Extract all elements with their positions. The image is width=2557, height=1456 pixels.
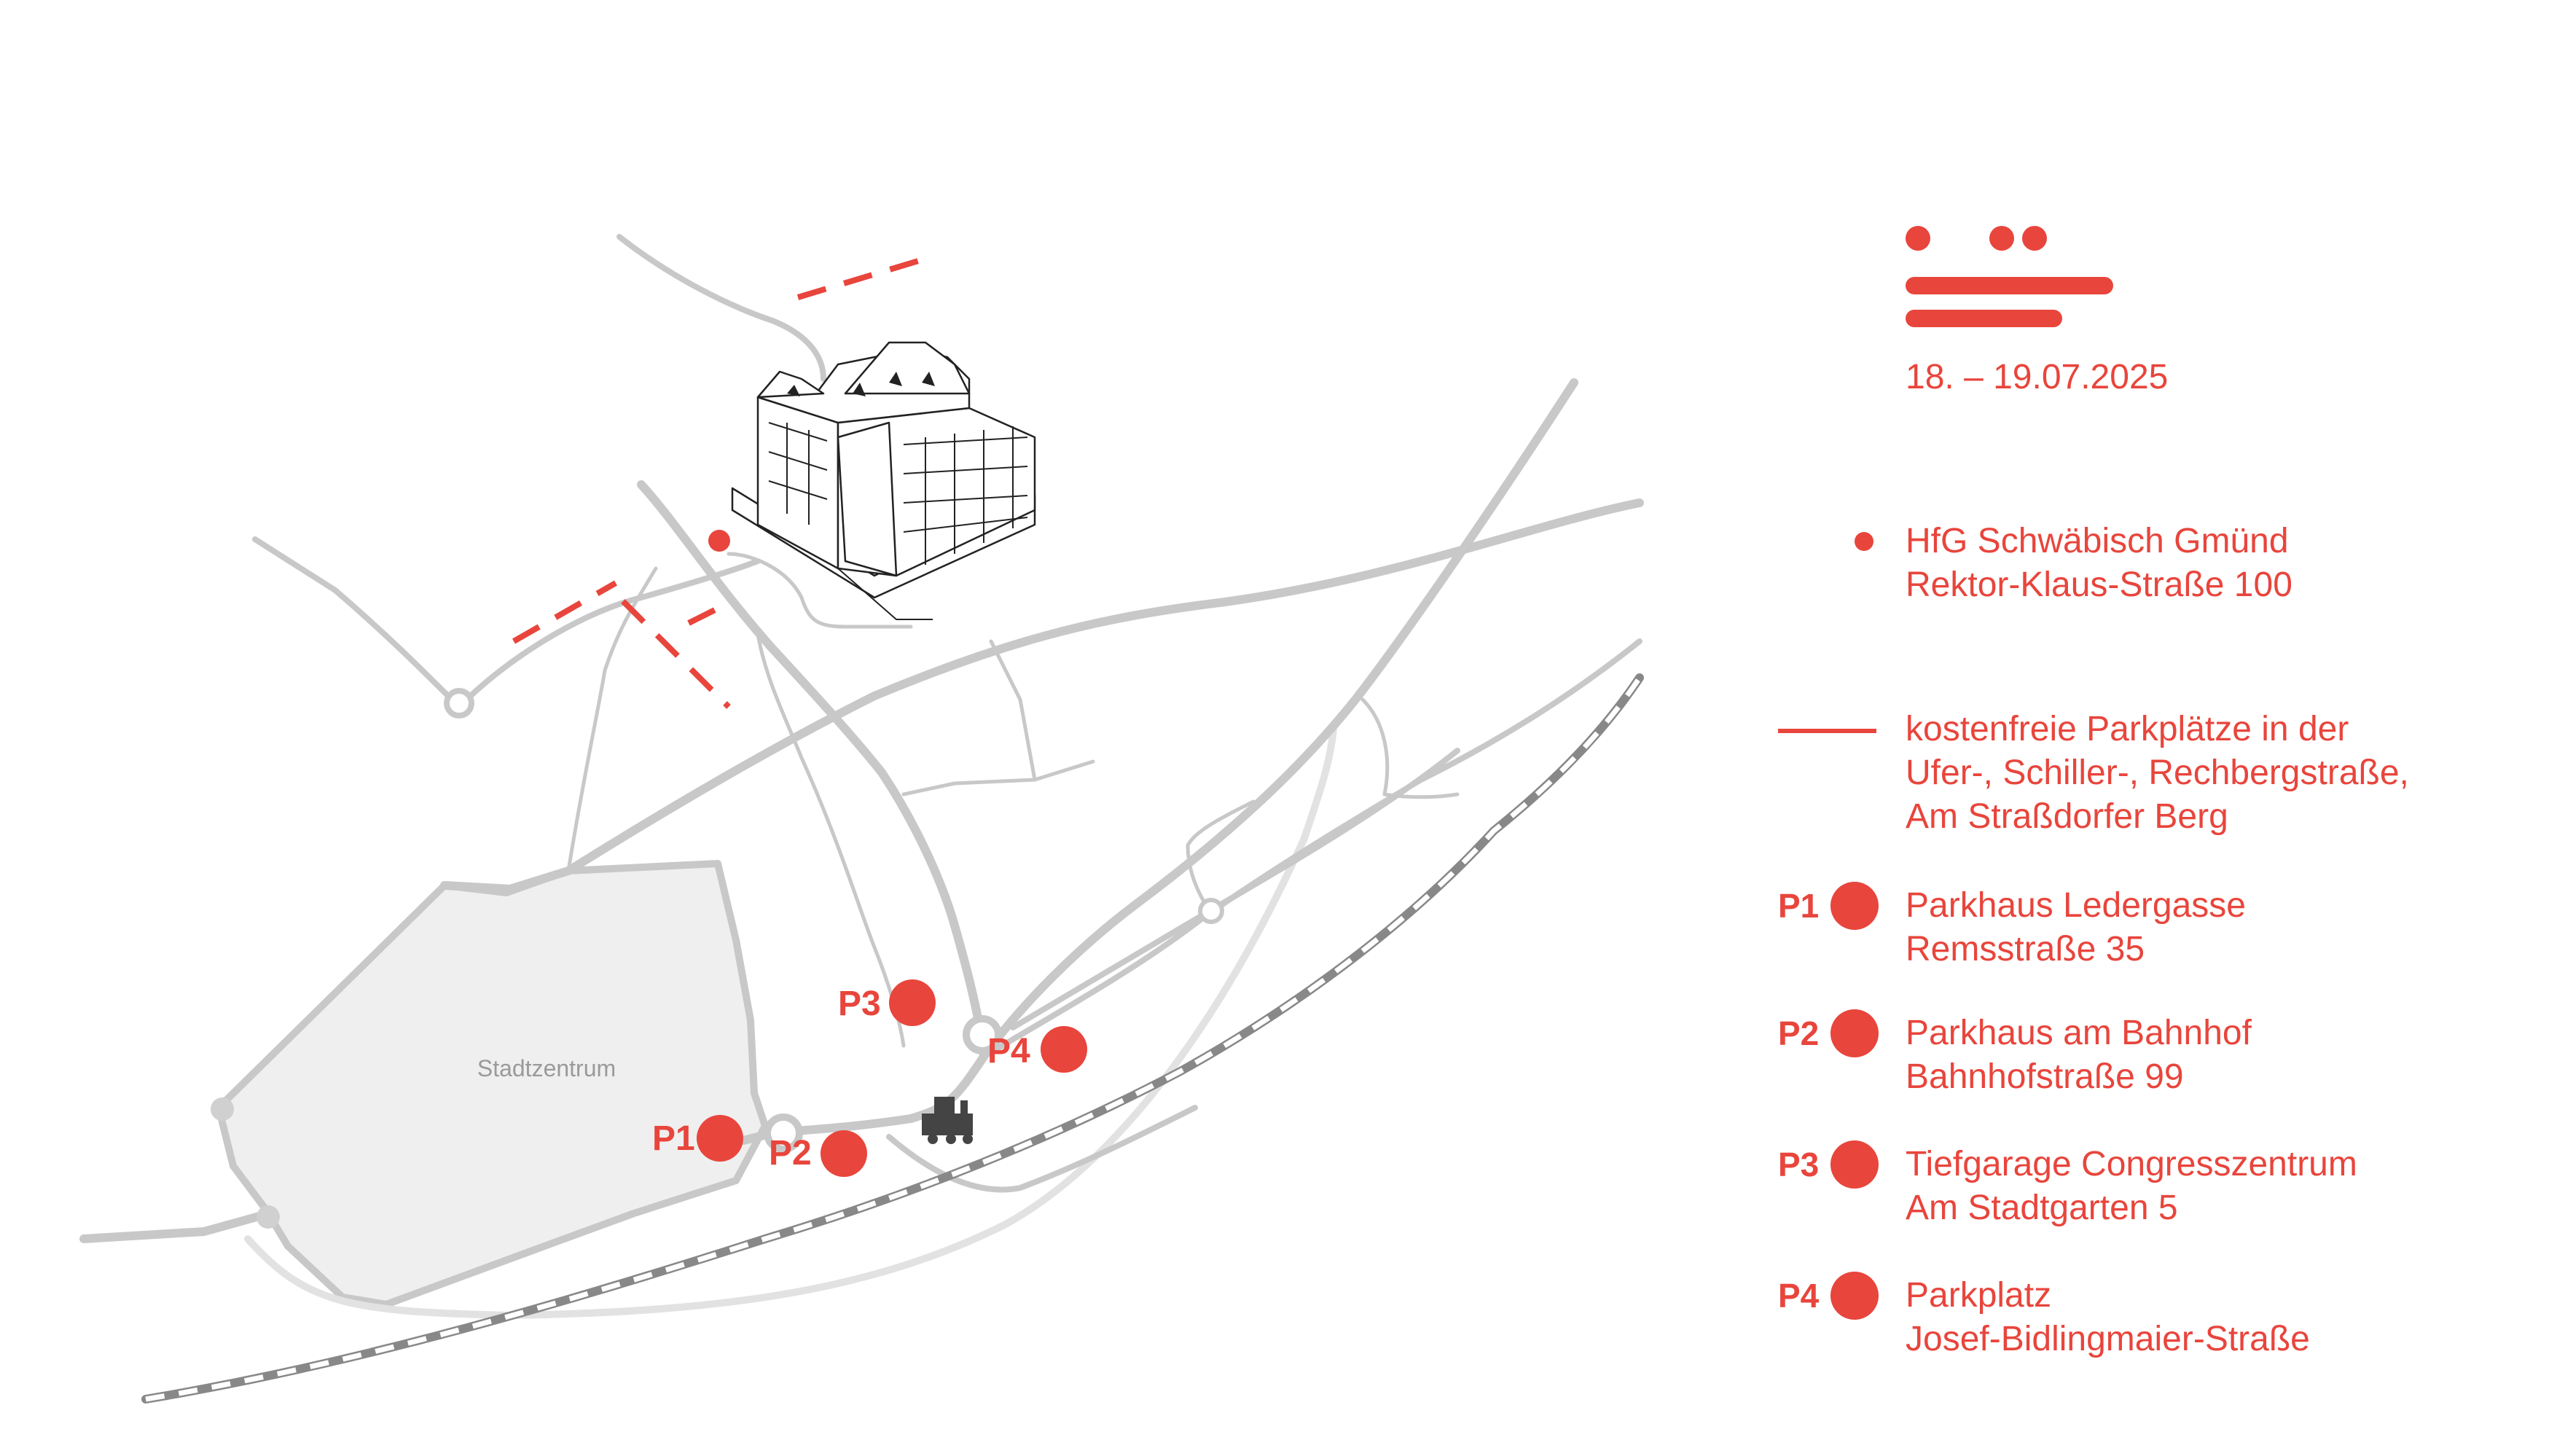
legend-code: P2 [1778,1014,1820,1052]
venue-address: Rektor-Klaus-Straße 100 [1906,565,2292,604]
road-minor-6 [1360,697,1460,799]
parking-name: Tiefgarage Congresszentrum [1906,1145,2357,1183]
city-center-label: Stadtzentrum [477,1055,616,1081]
free-parking-line-4 [687,602,727,626]
parking-marker-dot [889,979,936,1026]
road-south-curve [886,1105,1198,1193]
parking-address: Bahnhofstraße 99 [1906,1057,2184,1096]
free-parking-line1: kostenfreie Parkplätze in der [1906,710,2349,748]
road-minor-5 [1186,799,1256,913]
road-northwest [252,536,462,710]
road-minor-2 [756,632,906,1048]
dash-line-icon [1778,729,1876,733]
free-parking-line2: Ufer-, Schiller-, Rechbergstraße, [1906,754,2409,792]
road-minor-3 [901,639,1037,797]
road-minor-8 [639,482,775,651]
node-west-1 [211,1097,234,1121]
parking-name: Parkhaus Ledergasse [1906,886,2246,925]
parking-address: Remsstraße 35 [1906,930,2145,968]
node-west-2 [257,1205,280,1229]
parking-marker-p4[interactable]: P4 [987,1026,1087,1073]
parking-name: Parkhaus am Bahnhof [1906,1014,2252,1052]
logo-dot-2 [1989,226,2014,251]
road-main-west [79,1209,274,1243]
parking-marker-p1[interactable]: P1 [652,1115,743,1162]
free-parking-line-1 [796,256,927,300]
parking-marker-p3[interactable]: P3 [838,979,936,1026]
parking-dot-icon [1830,882,1879,930]
legend-code: P3 [1778,1146,1820,1183]
logo-bar-2 [1906,310,2062,327]
city-center-area [215,860,769,1308]
parking-dot-icon [1830,1140,1879,1189]
roundabout-east [1198,898,1224,924]
road-minor-4 [1033,759,1095,782]
free-parking-line-3 [621,599,731,709]
road-east-branch [981,638,1642,1060]
parking-address: Am Stadtgarten 5 [1906,1189,2178,1227]
parking-marker-dot [697,1115,743,1162]
dot-icon [1855,532,1873,551]
event-date: 18. – 19.07.2025 [1906,358,2169,396]
parking-marker-dot [1041,1026,1087,1073]
road-east-loop [979,378,1578,1061]
venue-marker[interactable] [708,530,730,552]
parking-marker-code: P1 [652,1119,695,1158]
road-east-lower [1010,748,1460,1030]
road-minor-7 [727,552,913,629]
logo-dot-3 [2022,226,2047,251]
legend-code: P1 [1778,887,1820,925]
parking-marker-p2[interactable]: P2 [769,1130,867,1177]
free-parking-line-2 [512,580,617,644]
parking-marker-code: P4 [987,1032,1030,1071]
road-minor-1 [566,566,658,873]
logo-dot-1 [1906,226,1930,251]
roundabout-p2 [764,1113,803,1153]
roundabout-north [444,688,474,719]
roundabout-center [963,1015,1002,1054]
parking-marker-dot [821,1130,867,1177]
parking-name: Parkplatz [1906,1276,2052,1315]
parking-address: Josef-Bidlingmaier-Straße [1906,1320,2310,1358]
parking-dot-icon [1830,1009,1879,1057]
legend-code: P4 [1778,1277,1820,1315]
logo-bar-1 [1906,277,2113,294]
train-icon[interactable] [922,1097,973,1144]
railway [141,673,1644,1404]
road-north-curve [616,234,826,382]
parking-dot-icon [1830,1272,1879,1320]
faded-road [244,725,1337,1319]
free-parking-line3: Am Straßdorfer Berg [1906,797,2228,836]
hfg-building-icon[interactable] [731,341,1036,620]
venue-name: HfG Schwäbisch Gmünd [1906,522,2289,560]
parking-marker-code: P3 [838,985,881,1023]
parking-marker-code: P2 [769,1134,812,1173]
